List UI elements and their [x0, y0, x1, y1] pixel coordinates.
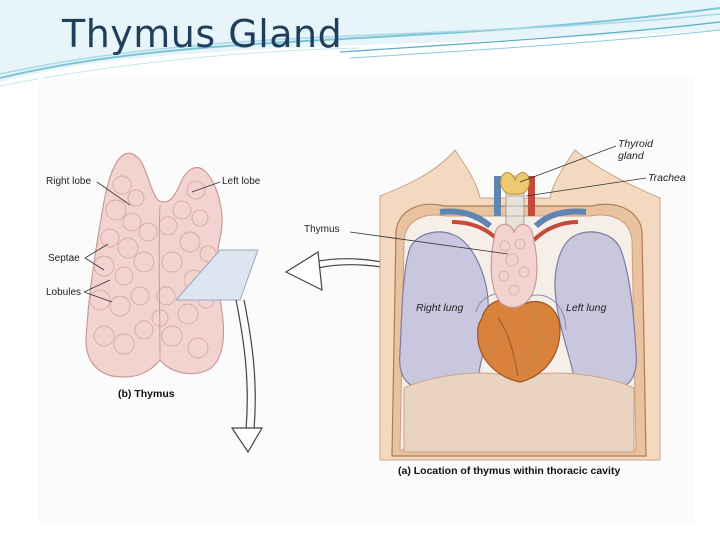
label-septae: Septae: [48, 253, 80, 264]
section-plane: [174, 249, 259, 301]
caption-panel-b: (b) Thymus: [118, 388, 175, 400]
caption-panel-a: (a) Location of thymus within thoracic c…: [398, 465, 621, 477]
label-thyroid-gland: Thyroid gland: [618, 138, 654, 162]
label-left-lobe: Left lobe: [222, 176, 261, 187]
header-swoosh: [0, 0, 720, 87]
label-thymus: Thymus: [304, 224, 340, 235]
page-title: Thymus Gland: [62, 12, 343, 56]
label-lobules: Lobules: [46, 287, 82, 298]
label-left-lung: Left lung: [566, 302, 607, 314]
torso-illustration: [379, 149, 661, 461]
label-right-lung: Right lung: [416, 302, 464, 314]
label-right-lobe: Right lobe: [46, 176, 92, 187]
thymus-lobes-illustration: [85, 152, 225, 378]
label-trachea: Trachea: [648, 172, 686, 184]
